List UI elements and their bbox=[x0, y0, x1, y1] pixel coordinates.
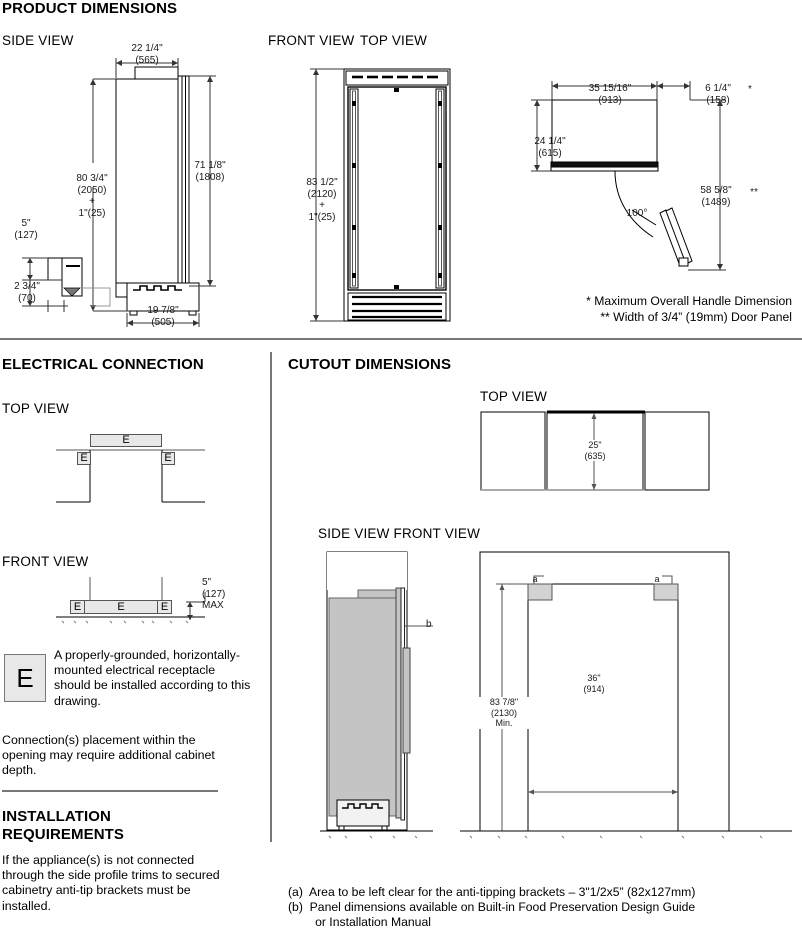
product-side-view-label: SIDE VIEW bbox=[2, 33, 74, 48]
side-view-depth-dim: 22 1/4" (565) bbox=[131, 43, 163, 66]
cutout-side-view-drawing bbox=[315, 548, 445, 848]
product-dimensions-title: PRODUCT DIMENSIONS bbox=[2, 0, 178, 17]
electrical-front-view-svg bbox=[56, 577, 206, 624]
section-divider-top bbox=[0, 338, 802, 340]
product-footnote-panel: ** Width of 3/4” (19mm) Door Panel bbox=[600, 310, 792, 324]
side-view-cabinet-height-dim: 71 1/8" (1808) bbox=[194, 160, 226, 183]
product-top-view-label: TOP VIEW bbox=[360, 33, 428, 48]
cutout-top-view-label: TOP VIEW bbox=[480, 389, 548, 404]
cutout-front-width-dim: 36" (914) bbox=[568, 673, 620, 694]
cutout-callout-b: b bbox=[426, 619, 432, 630]
electrical-front-view-drawing bbox=[0, 570, 260, 640]
electrical-legend-text: A properly-grounded, horizontally-mounte… bbox=[54, 648, 251, 708]
electrical-top-view-label: TOP VIEW bbox=[2, 401, 70, 416]
cutout-dimensions-title: CUTOUT DIMENSIONS bbox=[288, 356, 452, 373]
installation-requirements-title-line1: INSTALLATION bbox=[2, 808, 111, 825]
electrical-receptacle-top-right: E bbox=[161, 452, 175, 465]
top-view-handle-dim: 6 1/4" (158) bbox=[705, 83, 731, 106]
electrical-legend-symbol: E bbox=[4, 654, 46, 702]
cutout-front-height-dim: 83 7/8" (2130) Min. bbox=[476, 697, 532, 729]
cutout-top-view-drawing bbox=[470, 406, 802, 496]
cutout-callout-a-left: a bbox=[532, 574, 538, 584]
electrical-receptacle-front-center: E bbox=[84, 600, 158, 614]
cutout-side-view-svg bbox=[320, 551, 433, 839]
electrical-receptacle-front-left: E bbox=[70, 600, 85, 614]
electrical-receptacle-top-center: E bbox=[90, 434, 162, 447]
electrical-receptacle-top-left: E bbox=[77, 452, 91, 465]
cutout-footnote-b: (b) Panel dimensions available on Built-… bbox=[288, 900, 696, 914]
side-view-plug-height-dim: 5" (127) bbox=[14, 218, 38, 241]
cutout-footnote-b-cont: or Installation Manual bbox=[288, 915, 431, 929]
electrical-connection-note: Connection(s) placement within the openi… bbox=[2, 733, 215, 778]
side-view-drawing bbox=[0, 45, 260, 330]
side-view-svg bbox=[22, 58, 216, 327]
electrical-connection-title: ELECTRICAL CONNECTION bbox=[2, 356, 204, 373]
top-view-handle-marker: * bbox=[748, 84, 752, 95]
top-view-svg bbox=[531, 81, 726, 271]
side-view-base-depth-dim: 19 7/8" (505) bbox=[147, 305, 179, 328]
front-view-svg bbox=[310, 68, 451, 322]
cutout-callout-a-right: a bbox=[654, 574, 660, 584]
installation-divider bbox=[2, 790, 218, 792]
electrical-max-height-dim: 5" (127) MAX bbox=[202, 577, 226, 611]
cutout-top-view-depth-dim: 25" (635) bbox=[568, 440, 622, 461]
top-view-depth-dim: 24 1/4" (615) bbox=[534, 136, 566, 159]
electrical-top-view-drawing bbox=[0, 420, 260, 510]
top-view-drawing bbox=[520, 70, 802, 295]
electrical-top-view-svg bbox=[56, 449, 205, 503]
product-footnote-handle: * Maximum Overall Handle Dimension bbox=[586, 294, 792, 308]
product-front-top-view-label: FRONT VIEW bbox=[268, 33, 355, 48]
cutout-side-view-label: SIDE VIEW FRONT VIEW bbox=[318, 526, 481, 541]
top-view-width-dim: 35 15/16" (913) bbox=[588, 83, 632, 106]
electrical-front-view-label: FRONT VIEW bbox=[2, 554, 89, 569]
electrical-receptacle-front-right: E bbox=[157, 600, 172, 614]
installation-requirements-body: If the appliance(s) is not connected thr… bbox=[2, 853, 220, 913]
top-view-door-angle: 100° bbox=[626, 208, 648, 219]
column-divider bbox=[270, 352, 272, 842]
cutout-top-view-svg bbox=[480, 410, 710, 491]
top-view-swing-marker: ** bbox=[750, 187, 758, 198]
cutout-footnote-a: (a) Area to be left clear for the anti-t… bbox=[288, 885, 696, 899]
side-view-toe-height-dim: 2 3/4" (70) bbox=[14, 281, 40, 304]
front-view-total-height-dim: 83 1/2" (2120) + 1"(25) bbox=[306, 177, 338, 223]
installation-requirements-title-line2: REQUIREMENTS bbox=[2, 826, 125, 843]
top-view-swing-depth-dim: 58 5/8" (1489) bbox=[700, 185, 732, 208]
side-view-total-height-dim: 80 3/4" (2050) + 1"(25) bbox=[76, 173, 108, 219]
front-view-drawing bbox=[260, 45, 510, 330]
